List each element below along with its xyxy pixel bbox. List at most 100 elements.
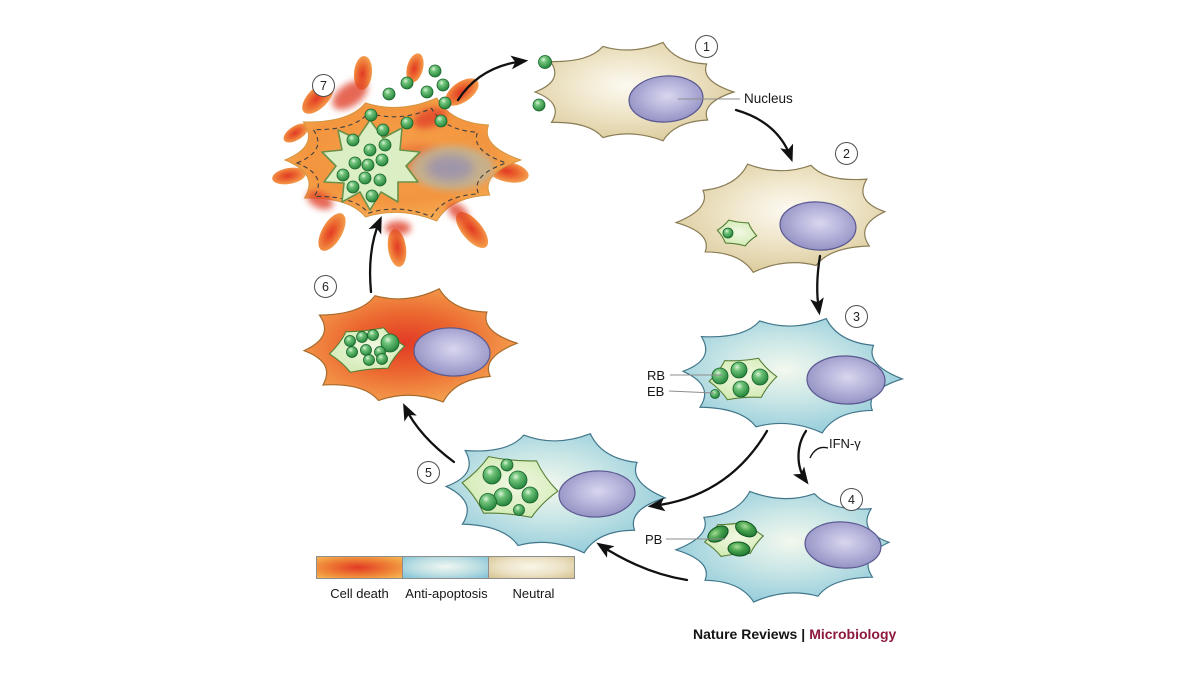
eb-dot <box>336 168 350 182</box>
legend-label-anti-apoptosis: Anti-apoptosis <box>405 586 488 601</box>
pb-oval <box>727 541 751 557</box>
cell-2-body <box>673 157 887 276</box>
eb-dot <box>508 470 528 490</box>
journal-field: Microbiology <box>809 626 897 642</box>
eb-dot <box>436 78 450 92</box>
nuclei <box>413 75 886 569</box>
eb-dot <box>434 114 448 128</box>
eb-dot <box>363 143 377 157</box>
step-4-badge: 4 <box>840 488 863 511</box>
red-patch <box>385 221 411 235</box>
legend-label-neutral: Neutral <box>512 586 555 601</box>
eb-dot <box>428 64 442 78</box>
eb-dot <box>751 368 769 386</box>
eb-dot <box>346 346 358 358</box>
leader-eb <box>668 390 715 394</box>
journal-credit: Nature Reviews|Microbiology <box>693 626 896 642</box>
cell-6-nucleus <box>413 327 491 377</box>
eb-dot <box>367 329 379 341</box>
eb-dot <box>438 96 452 110</box>
cell-5-nucleus <box>558 470 636 518</box>
eb-dot <box>365 189 379 203</box>
eb-dot <box>356 331 368 343</box>
eb-dot <box>375 153 389 167</box>
legend-swatch-cell-death <box>316 556 403 579</box>
burst-petal <box>406 53 424 83</box>
persistent-bodies <box>707 520 757 557</box>
rb-label: RB <box>647 368 666 383</box>
pb-oval <box>735 520 757 538</box>
cell-2-nucleus <box>779 201 857 251</box>
step-6-badge: 6 <box>314 275 337 298</box>
cell-7-dying-cell <box>272 53 529 267</box>
eb-dot <box>521 486 539 504</box>
step-7-badge: 7 <box>312 74 335 97</box>
step-1-badge: 1 <box>695 35 718 58</box>
eb-dot <box>378 138 392 152</box>
eb-dot <box>482 465 502 485</box>
red-patch <box>447 202 469 222</box>
burst-petal <box>272 167 306 185</box>
eb-dot <box>363 354 375 366</box>
eb-dot <box>730 361 748 379</box>
eb-dot <box>711 367 729 385</box>
arrow-step1-to-2 <box>734 108 794 163</box>
legend-swatch-neutral <box>488 556 575 579</box>
pb-label: PB <box>645 532 663 547</box>
arrow-ifn-gamma <box>792 429 809 485</box>
arrow-step4-to-5 <box>596 542 689 582</box>
eb-dot <box>348 156 362 170</box>
cell-3-nucleus <box>806 355 886 405</box>
eb-dot <box>346 133 360 147</box>
arrow-step5-to-6 <box>403 403 456 464</box>
eb-dot <box>400 76 414 90</box>
step-3-badge: 3 <box>845 305 868 328</box>
legend-labels: Cell death Anti-apoptosis Neutral <box>316 586 577 601</box>
credit-separator: | <box>801 626 806 642</box>
cell-1-nucleus <box>628 75 704 123</box>
leader-ifn-gamma <box>809 446 829 459</box>
eb-dot <box>358 171 372 185</box>
step-2-badge: 2 <box>835 142 858 165</box>
eb-dot <box>400 116 414 130</box>
legend-swatch-anti-apoptosis <box>402 556 489 579</box>
eb-dot <box>532 98 546 112</box>
eb-dot <box>420 85 434 99</box>
eb-dot <box>361 158 375 172</box>
legend-label-cell-death: Cell death <box>330 586 389 601</box>
ifn-gamma-label: IFN-γ <box>829 436 861 451</box>
red-patch <box>306 190 334 210</box>
journal-name: Nature Reviews <box>693 626 798 642</box>
arrow-step3-to-5 <box>647 429 769 512</box>
eb-dot <box>380 333 400 353</box>
cell-7-degraded-nucleus-core <box>426 155 474 181</box>
nucleus-label: Nucleus <box>744 91 793 106</box>
burst-petal <box>387 229 407 267</box>
eb-dot <box>382 87 396 101</box>
legend-swatch-bar <box>316 556 577 579</box>
eb-dot <box>346 180 360 194</box>
color-legend: Cell death Anti-apoptosis Neutral <box>316 556 577 601</box>
eb-dot <box>373 173 387 187</box>
arrow-step6-to-7 <box>368 215 382 294</box>
burst-petal <box>283 123 309 143</box>
eb-dot <box>722 227 734 239</box>
arrow-step2-to-3 <box>810 254 824 316</box>
eb-dot <box>360 344 372 356</box>
eb-dot <box>376 353 388 365</box>
elementary-reticulate-bodies <box>336 55 769 516</box>
red-patch <box>332 80 368 110</box>
eb-dot <box>479 493 497 511</box>
cell-4-body <box>674 487 891 605</box>
eb-dot <box>513 504 525 516</box>
cell-2-inclusion <box>716 219 759 247</box>
eb-dot <box>732 380 750 398</box>
eb-dot <box>710 389 720 399</box>
arrow-step7-to-1 <box>456 55 529 102</box>
cell-4-nucleus <box>804 521 882 569</box>
eb-dot <box>376 123 390 137</box>
eb-dot <box>538 55 552 69</box>
eb-dot <box>364 108 378 122</box>
